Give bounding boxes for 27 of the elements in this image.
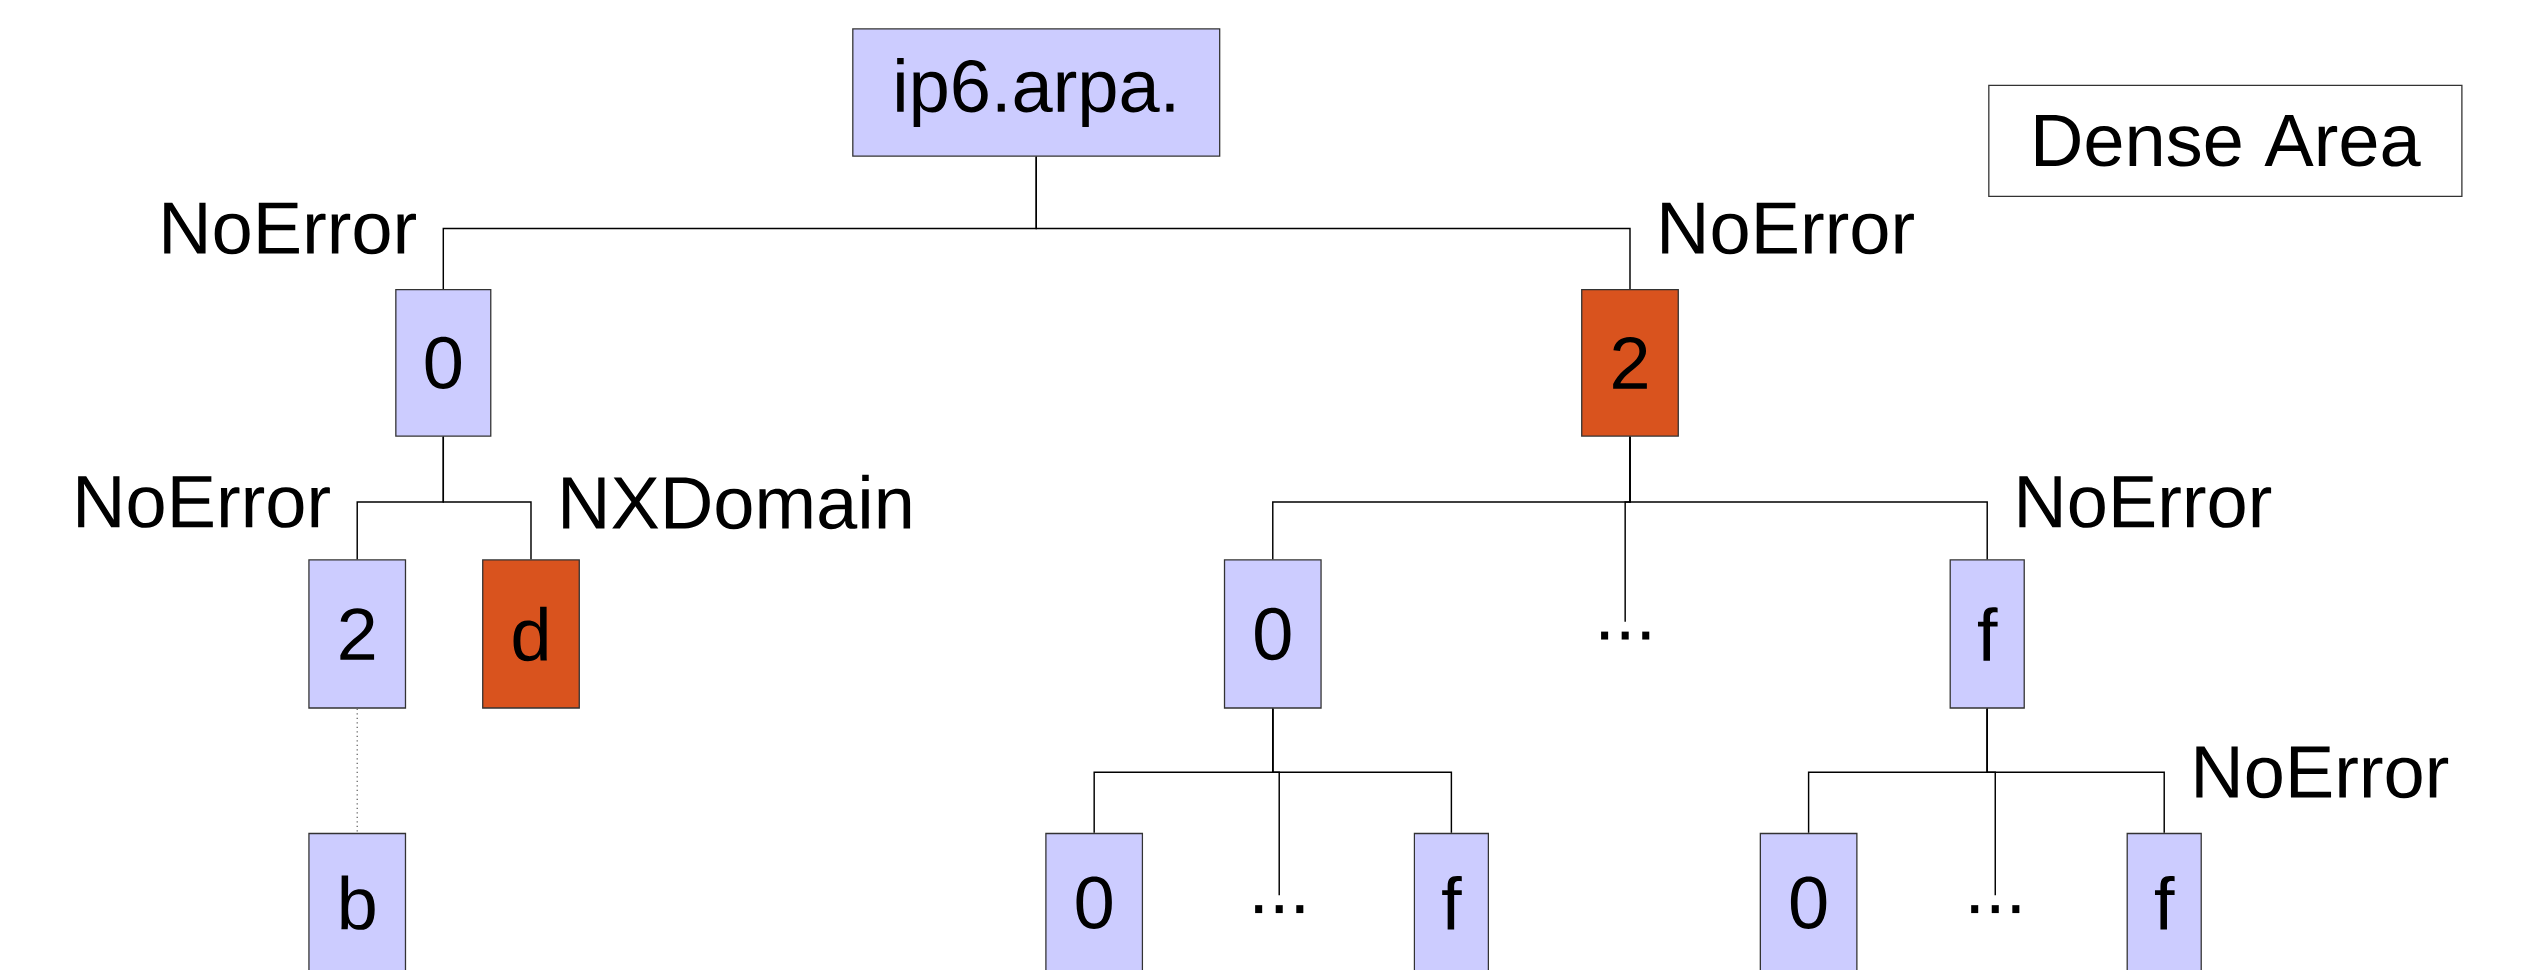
ellipsis-text: ... [1601,631,1650,640]
connector-line [1629,435,1988,560]
domain-box: d [482,559,580,709]
edge-label: NoError [154,199,421,258]
edge-label: NoError [2187,743,2453,802]
edge-label: NoError [1652,199,1919,258]
domain-box: 2 [1581,288,1679,437]
connector-line [442,435,532,560]
edge-label: NXDomain [553,471,919,533]
ellipsis-text: ... [1255,905,1304,913]
connector-line [1035,155,1631,290]
domain-box: 0 [1223,559,1322,709]
domain-box: ip6.arpa. [852,28,1221,157]
connector-line [1986,707,2165,834]
domain-box: f [2126,832,2202,970]
connector-line [1272,707,1453,834]
edge-label: NoError [2010,472,2276,531]
domain-box: 0 [395,288,492,437]
ellipsis-text: ... [1971,905,2020,913]
domain-box: f [1949,559,2025,709]
domain-box: f [1413,832,1490,970]
label-box: Dense Area [1988,84,2463,197]
domain-box: b [308,832,407,970]
domain-box: 2 [308,559,407,709]
edge-label: NoError [68,472,335,531]
domain-box: 0 [1045,832,1144,970]
domain-box: 0 [1759,832,1858,970]
